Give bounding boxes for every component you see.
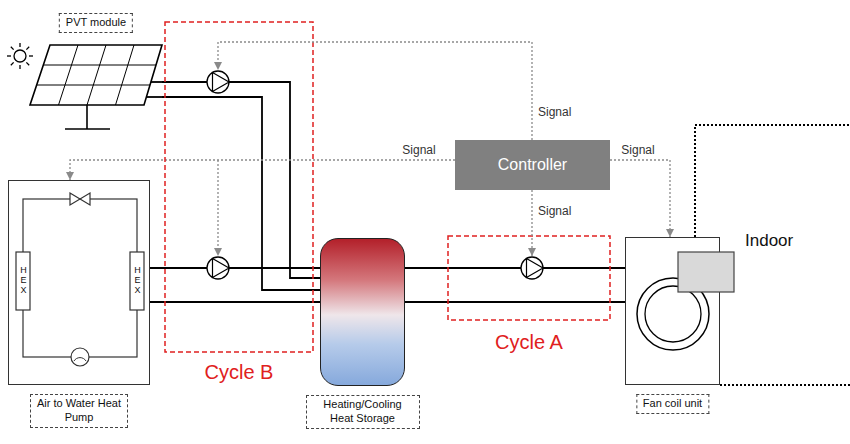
cycle-a-frame bbox=[448, 236, 610, 320]
sun-ray bbox=[11, 47, 14, 50]
water-pipe bbox=[405, 267, 625, 269]
heat-storage-tank: Heating/Cooling Heat Storage bbox=[320, 238, 405, 386]
node-illustration bbox=[9, 181, 149, 384]
sun-ray bbox=[19, 43, 20, 47]
signal-line bbox=[610, 160, 670, 237]
cycle-label: Cycle A bbox=[495, 331, 563, 354]
room-boundary bbox=[695, 125, 850, 237]
room-label: Indoor bbox=[745, 231, 793, 251]
pipe-stub bbox=[151, 81, 162, 83]
fan-rotor bbox=[645, 286, 701, 342]
node-illustration bbox=[30, 45, 162, 135]
node-caption: PVT module bbox=[59, 13, 133, 33]
signal-label: Signal bbox=[538, 204, 571, 218]
panel-grid bbox=[87, 45, 106, 105]
panel-stand bbox=[86, 105, 88, 129]
heat-exchanger bbox=[130, 252, 144, 310]
hex-label: HEX bbox=[19, 266, 28, 296]
node-illustration bbox=[626, 238, 719, 384]
pump-triangle bbox=[213, 73, 230, 92]
pump-body bbox=[521, 257, 543, 279]
refrigerant-loop bbox=[23, 199, 137, 357]
water-pipe bbox=[162, 97, 320, 290]
pipe-stub bbox=[146, 96, 162, 98]
pump-symbol bbox=[521, 257, 543, 279]
heat-pump-unit: Air to Water Heat Pump bbox=[8, 180, 150, 385]
signal-label: Signal bbox=[619, 143, 656, 157]
controller-box: Controller bbox=[455, 140, 610, 190]
signal-label: Signal bbox=[538, 105, 571, 119]
signal-label: Signal bbox=[400, 143, 437, 157]
signal-line bbox=[217, 160, 218, 256]
panel-stand bbox=[65, 128, 110, 130]
panel-grid bbox=[37, 85, 150, 86]
sun-ray bbox=[19, 65, 20, 69]
hex-label: HEX bbox=[133, 266, 142, 296]
pv-panel bbox=[30, 45, 162, 105]
compressor bbox=[71, 348, 89, 366]
pvt-module: PVT module bbox=[30, 45, 162, 135]
panel-grid bbox=[43, 65, 156, 66]
pump-triangle bbox=[213, 259, 230, 278]
node-caption: Fan coil unit bbox=[636, 394, 709, 414]
cycle-label: Cycle B bbox=[205, 361, 274, 384]
sun-icon bbox=[7, 43, 33, 69]
signal-line bbox=[531, 190, 532, 256]
sun-ray bbox=[29, 55, 33, 56]
signal-line bbox=[218, 42, 532, 140]
node-title: Controller bbox=[498, 156, 567, 174]
pump-triangle bbox=[527, 259, 544, 278]
sun-ray bbox=[7, 55, 11, 56]
water-pipe bbox=[150, 301, 320, 303]
sun-ray bbox=[26, 47, 29, 50]
heat-exchanger bbox=[16, 252, 30, 310]
panel-grid bbox=[116, 45, 135, 105]
room-boundary bbox=[720, 384, 850, 386]
signal-line bbox=[70, 160, 455, 180]
expansion-valve bbox=[70, 193, 90, 205]
compressor-mark bbox=[74, 358, 86, 361]
panel-grid bbox=[59, 45, 79, 105]
water-pipe bbox=[162, 82, 320, 278]
pump-body bbox=[207, 257, 229, 279]
sun-disc bbox=[14, 50, 26, 62]
sun-ray bbox=[26, 62, 29, 65]
water-pipe bbox=[405, 301, 625, 303]
sun-ray bbox=[11, 62, 14, 65]
node-caption: Heating/Cooling Heat Storage bbox=[306, 395, 420, 429]
pump-body bbox=[207, 71, 229, 93]
node-caption: Air to Water Heat Pump bbox=[30, 394, 128, 428]
pump-symbol bbox=[207, 257, 229, 279]
water-pipe bbox=[150, 267, 320, 269]
pump-symbol bbox=[207, 71, 229, 93]
cycle-b-frame bbox=[165, 22, 313, 352]
fan-coil-unit: Fan coil unit bbox=[625, 237, 720, 385]
fan-outlet bbox=[678, 252, 734, 292]
